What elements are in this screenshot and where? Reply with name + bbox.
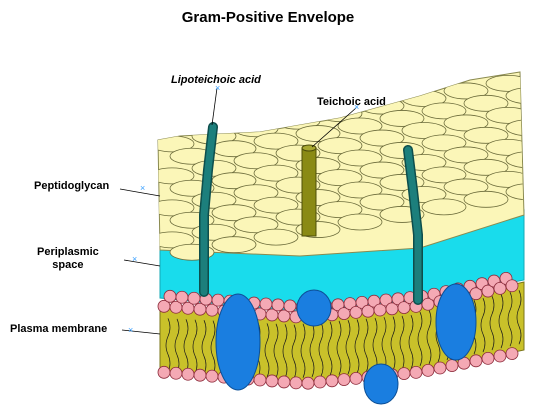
- peptidoglycan-strand: [486, 107, 530, 123]
- lipid-head: [302, 377, 314, 389]
- lipid-head: [272, 299, 284, 311]
- svg-text:×: ×: [128, 325, 133, 335]
- lipid-head: [188, 292, 200, 304]
- lipid-head: [182, 368, 194, 380]
- lipid-head: [278, 376, 290, 388]
- lipid-head: [194, 369, 206, 381]
- lipid-head: [170, 367, 182, 379]
- membrane-protein: [436, 284, 476, 360]
- peptidoglycan-strand: [486, 139, 530, 155]
- lipid-head: [410, 366, 422, 378]
- peptidoglycan-strand: [486, 75, 530, 91]
- svg-text:×: ×: [132, 254, 137, 264]
- svg-text:×: ×: [354, 102, 359, 112]
- lipid-head: [212, 294, 224, 306]
- lipid-head: [482, 352, 494, 364]
- peptidoglycan-strand: [212, 237, 256, 253]
- peptidoglycan-strand: [464, 191, 508, 207]
- lipid-head: [506, 348, 518, 360]
- membrane-protein: [364, 364, 398, 404]
- lipid-head: [284, 300, 296, 312]
- lipid-head: [446, 360, 458, 372]
- lipid-head: [176, 291, 188, 303]
- lipid-head: [338, 374, 350, 386]
- lipid-head: [422, 364, 434, 376]
- lipid-head: [494, 350, 506, 362]
- teichoic-acid: [302, 145, 316, 236]
- svg-text:×: ×: [140, 183, 145, 193]
- lipid-head: [470, 355, 482, 367]
- peptidoglycan-strand: [254, 229, 298, 245]
- lipid-head: [398, 368, 410, 380]
- peptidoglycan-strand: [422, 199, 466, 215]
- lipid-head: [506, 280, 518, 292]
- peptidoglycan-strand: [338, 214, 382, 230]
- membrane-protein: [216, 294, 260, 390]
- lipid-head: [290, 377, 302, 389]
- svg-text:×: ×: [215, 83, 220, 93]
- lipid-head: [254, 374, 266, 386]
- lipid-head: [158, 366, 170, 378]
- lipid-head: [164, 290, 176, 302]
- lipid-head: [206, 370, 218, 382]
- lipid-head: [350, 372, 362, 384]
- lipid-head: [326, 375, 338, 387]
- membrane-protein: [297, 290, 331, 326]
- lipid-head: [434, 362, 446, 374]
- lipid-head: [314, 376, 326, 388]
- lipid-head: [266, 375, 278, 387]
- lipid-head: [260, 298, 272, 310]
